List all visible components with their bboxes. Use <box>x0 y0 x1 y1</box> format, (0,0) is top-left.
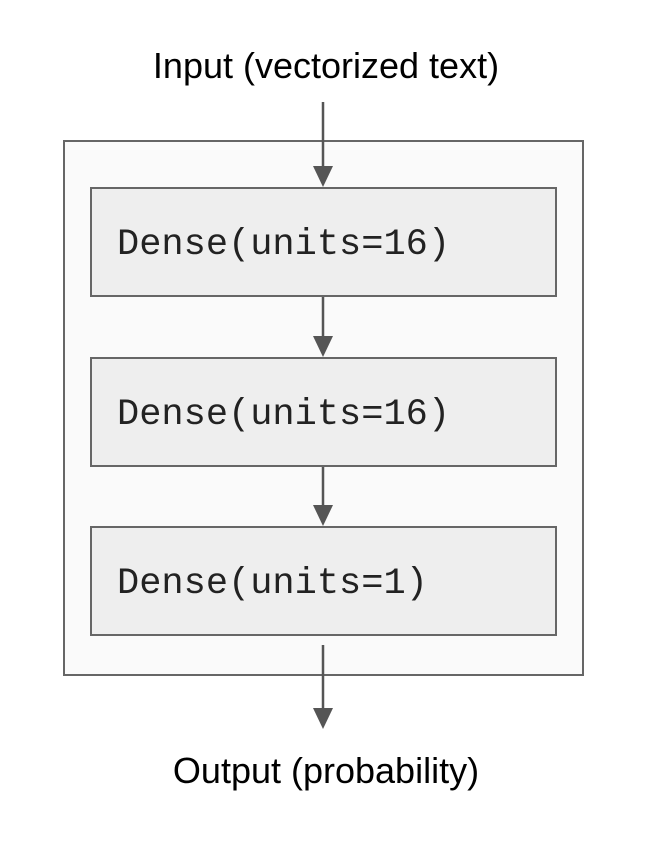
dense-layer-2: Dense(units=16) <box>90 357 557 467</box>
dense-layer-2-label: Dense(units=16) <box>117 394 451 436</box>
input-label: Input (vectorized text) <box>152 45 500 86</box>
dense-layer-3-label: Dense(units=1) <box>117 563 428 605</box>
dense-layer-3: Dense(units=1) <box>90 526 557 636</box>
dense-layer-1-label: Dense(units=16) <box>117 224 451 266</box>
output-label: Output (probability) <box>172 750 480 791</box>
dense-layer-1: Dense(units=16) <box>90 187 557 297</box>
